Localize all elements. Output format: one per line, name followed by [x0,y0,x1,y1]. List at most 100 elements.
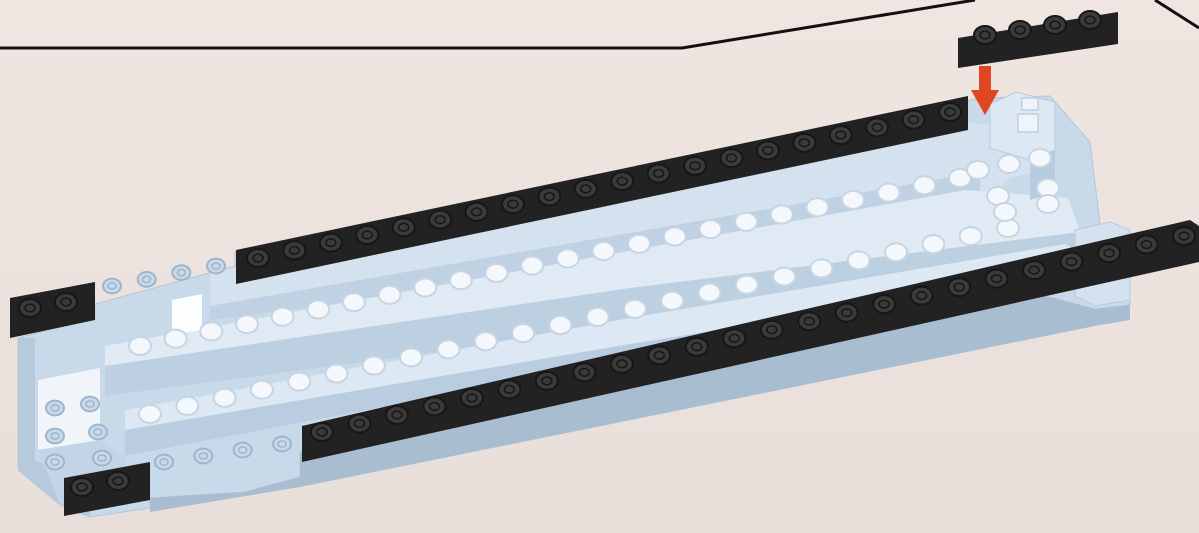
black-stud [538,188,560,206]
black-stud [1023,261,1045,279]
black-stud [757,141,779,159]
white-stud [624,300,646,318]
white-stud [400,348,422,366]
white-stud [139,405,161,423]
white-stud [1029,149,1051,167]
black-stud [911,287,933,305]
black-stud [686,338,708,356]
gray-stud [207,259,225,274]
white-stud [699,220,721,238]
gray-stud [93,451,111,466]
black-stud [611,172,633,190]
black-stud [461,389,483,407]
open-square-hole [172,294,202,334]
black-stud [866,118,888,136]
black-stud [903,111,925,129]
gray-stud [89,425,107,440]
black-stud [1136,236,1158,254]
black-stud [793,134,815,152]
white-stud [1037,195,1059,213]
white-stud [379,286,401,304]
black-stud [611,355,633,373]
gray-stud [234,443,252,458]
black-stud [320,234,342,252]
gray-stud [81,397,99,412]
white-stud [592,242,614,260]
white-stud [251,381,273,399]
gray-stud [46,401,64,416]
black-stud [761,321,783,339]
black-stud [386,406,408,424]
white-stud [521,257,543,275]
black-stud [1173,227,1195,245]
black-stud [71,478,93,496]
gray-stud [103,279,121,294]
white-stud [450,271,472,289]
white-stud [998,155,1020,173]
black-stud [648,164,670,182]
white-stud [736,276,758,294]
white-stud [922,235,944,253]
black-stud [573,363,595,381]
black-stud [423,397,445,415]
gray-stud [46,455,64,470]
white-stud [343,293,365,311]
white-stud [288,373,310,391]
black-stud [19,299,41,317]
black-stud [311,423,333,441]
black-stud [498,380,520,398]
black-stud [830,126,852,144]
white-stud [810,259,832,277]
gray-stud [273,437,291,452]
white-stud [437,340,459,358]
black-stud [429,211,451,229]
white-stud [878,184,900,202]
white-stud [557,249,579,267]
white-stud [512,324,534,342]
white-stud [307,300,329,318]
white-stud [236,315,258,333]
black-stud [247,249,269,267]
black-stud [873,295,895,313]
white-stud [587,308,609,326]
white-stud [414,279,436,297]
black-stud [107,472,129,490]
white-stud [176,397,198,415]
white-stud [994,203,1016,221]
gray-stud [46,429,64,444]
gray-stud [155,455,173,470]
black-stud [723,329,745,347]
black-stud [1079,11,1101,29]
black-stud [348,414,370,432]
gray-stud [194,449,212,464]
white-stud [326,365,348,383]
arrow-shaft [979,66,991,92]
black-stud [1098,244,1120,262]
white-stud [214,389,236,407]
white-stud [628,235,650,253]
white-stud [806,198,828,216]
black-stud [798,312,820,330]
white-stud [842,191,864,209]
black-stud [948,278,970,296]
black-stud [466,203,488,221]
white-stud [661,292,683,310]
right-end-slot-2 [1022,98,1038,110]
black-stud [648,346,670,364]
black-stud [536,372,558,390]
black-stud [502,195,524,213]
black-stud [575,180,597,198]
white-stud [967,161,989,179]
black-stud [684,157,706,175]
white-stud [129,337,151,355]
white-stud [885,243,907,261]
white-stud [200,322,222,340]
white-stud [699,284,721,302]
white-stud [486,264,508,282]
white-stud [664,227,686,245]
white-stud [735,213,757,231]
black-stud [1009,21,1031,39]
white-stud [272,308,294,326]
